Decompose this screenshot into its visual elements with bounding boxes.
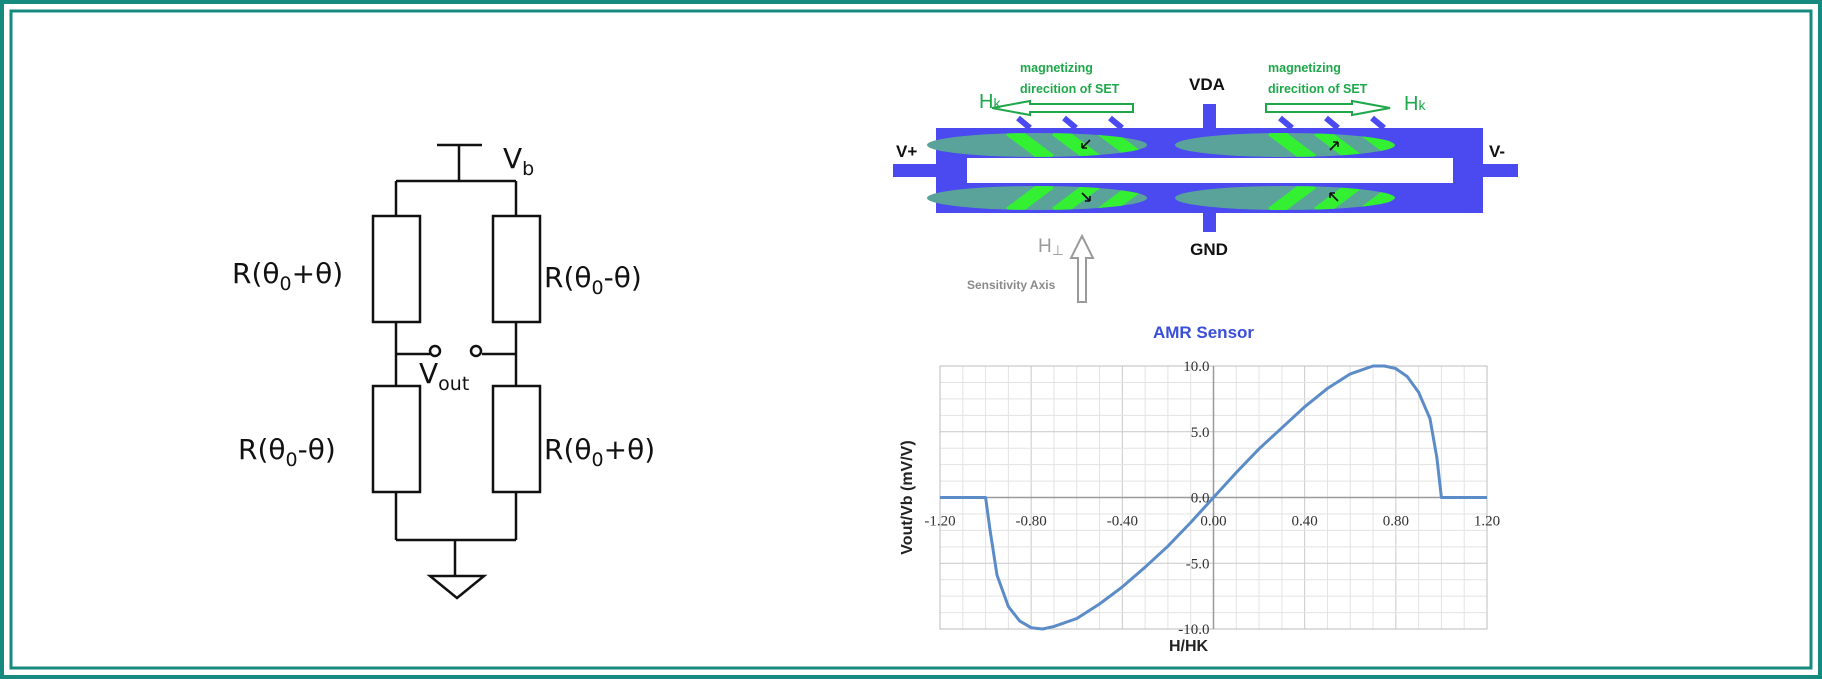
hk-label-left: Hk bbox=[979, 91, 1001, 113]
resistor-label-top-right: R(θ0-θ) bbox=[544, 261, 642, 299]
output-label: Vout bbox=[419, 357, 469, 395]
y-tick-label: 10.0 bbox=[1183, 359, 1209, 375]
vminus-lead bbox=[1483, 164, 1518, 177]
resistor-bottom-left bbox=[371, 384, 422, 494]
resistor-label-top-left: R(θ0+θ) bbox=[232, 257, 343, 295]
magnetization-arrows bbox=[1081, 139, 1339, 202]
amr-response-chart: -1.20 -0.80 -0.40 0.00 0.40 0.80 1.20 10.0 5.0 0.… bbox=[899, 323, 1500, 655]
gnd-label: GND bbox=[1190, 240, 1228, 259]
chart-title: AMR Sensor bbox=[1153, 323, 1254, 342]
x-tick-label: 0.00 bbox=[1200, 514, 1226, 530]
inner-border bbox=[9, 9, 1813, 670]
resistor-label-bottom-left: R(θ0-θ) bbox=[238, 433, 336, 471]
vminus-label: V- bbox=[1489, 142, 1505, 161]
magnetizing-arrow-right bbox=[1265, 99, 1391, 117]
y-tick-label: 0.0 bbox=[1191, 491, 1210, 507]
output-terminal-right bbox=[469, 344, 483, 358]
gnd-lead bbox=[1203, 213, 1216, 232]
resistor-bottom-right bbox=[491, 384, 542, 494]
ground-symbol bbox=[426, 574, 488, 600]
x-axis-label: H/HK bbox=[1169, 638, 1209, 655]
magnetizing-label-right-line2: direcition of SET bbox=[1268, 82, 1368, 96]
y-tick-label: -5.0 bbox=[1186, 556, 1210, 572]
amr-sensor-structure bbox=[893, 99, 1518, 303]
supply-label: Vb bbox=[503, 142, 534, 180]
resistor-top-left bbox=[371, 214, 422, 324]
chart-tick-labels: -1.20 -0.80 -0.40 0.00 0.40 0.80 1.20 10.0 5.0 0.… bbox=[924, 359, 1500, 638]
x-tick-label: -0.40 bbox=[1107, 514, 1138, 530]
vplus-label: V+ bbox=[896, 142, 917, 161]
magnetizing-label-right-line1: magnetizing bbox=[1268, 61, 1341, 75]
x-tick-label: -0.80 bbox=[1016, 514, 1047, 530]
magnetizing-arrow-left bbox=[991, 99, 1134, 117]
series-line bbox=[940, 364, 1487, 631]
wheatstone-bridge bbox=[371, 143, 542, 600]
resistor-top-right bbox=[491, 214, 542, 324]
hk-label-right: Hk bbox=[1404, 93, 1426, 115]
vda-label: VDA bbox=[1189, 75, 1225, 94]
magnetizing-label-left-line1: magnetizing bbox=[1020, 61, 1093, 75]
sensitivity-axis-label: Sensitivity Axis bbox=[967, 278, 1056, 292]
x-tick-label: 1.20 bbox=[1474, 514, 1500, 530]
x-tick-label: -1.20 bbox=[924, 514, 955, 530]
sensitivity-axis-arrow bbox=[1069, 233, 1095, 303]
resistor-label-bottom-right: R(θ0+θ) bbox=[544, 433, 655, 471]
y-tick-label: -10.0 bbox=[1178, 622, 1209, 638]
x-tick-label: 0.40 bbox=[1292, 514, 1318, 530]
x-tick-label: 0.80 bbox=[1383, 514, 1409, 530]
vda-lead bbox=[1203, 104, 1216, 128]
hperp-label: H⊥ bbox=[1038, 236, 1064, 258]
vplus-lead bbox=[893, 164, 936, 177]
output-terminal-left bbox=[428, 344, 442, 358]
stripe-tails bbox=[1016, 115, 1386, 131]
y-axis-label: Vout/Vb (mV/V) bbox=[899, 440, 916, 554]
y-tick-label: 5.0 bbox=[1191, 425, 1210, 441]
magnetizing-label-left-line2: direcition of SET bbox=[1020, 82, 1120, 96]
